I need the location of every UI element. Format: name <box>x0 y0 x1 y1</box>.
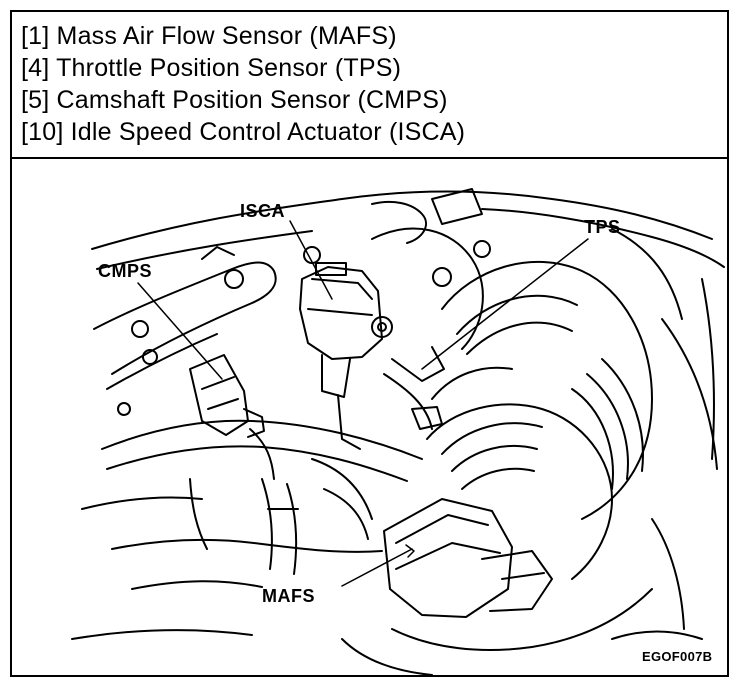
legend-item-tps: [4] Throttle Position Sensor (TPS) <box>21 54 402 82</box>
callout-cmps: CMPS <box>98 261 153 281</box>
diagram-frame: [1] Mass Air Flow Sensor (MAFS) [4] Thro… <box>10 10 729 677</box>
legend-item-cmps: [5] Camshaft Position Sensor (CMPS) <box>21 86 448 114</box>
legend-box: [1] Mass Air Flow Sensor (MAFS) [4] Thro… <box>12 12 727 159</box>
engine-illustration: ISCA TPS CMPS MAFS EGOF007B <box>12 159 727 675</box>
legend-item-mafs: [1] Mass Air Flow Sensor (MAFS) <box>21 22 397 50</box>
callout-isca: ISCA <box>240 201 286 221</box>
legend-item-isca: [10] Idle Speed Control Actuator (ISCA) <box>21 118 466 146</box>
figure-code: EGOF007B <box>642 649 713 664</box>
callout-tps: TPS <box>584 217 621 237</box>
engine-line-drawing <box>71 188 725 675</box>
callout-mafs: MAFS <box>262 586 315 606</box>
